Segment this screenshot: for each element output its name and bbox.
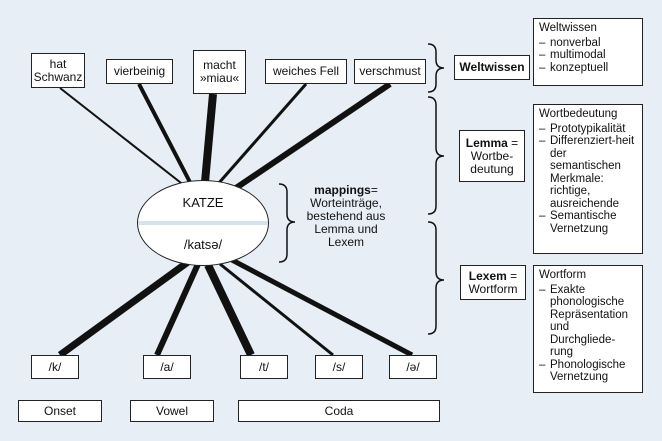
mappings-label: mappings= Worteinträge, bestehend aus Le…	[305, 184, 387, 262]
feature-box-1: hat Schwanz	[31, 53, 85, 88]
feature-box-5: verschmust	[354, 59, 426, 84]
line-phoneme-4	[219, 262, 334, 357]
ellipse-divider	[138, 221, 268, 225]
phoneme-box-2: /a/	[143, 355, 191, 379]
panel-wortform: Wortform Exakte phonologische Repräsenta…	[533, 265, 643, 393]
mappings-rest: = Worteinträge, bestehend aus Lemma und …	[306, 183, 386, 249]
panel-weltwissen-item: nonverbal	[539, 37, 637, 50]
feature-box-3: macht »miau«	[193, 50, 246, 94]
line-feature-3	[201, 93, 217, 183]
panel-wortform-item: Phonologische Vernetzung	[539, 359, 637, 384]
segment-onset: Onset	[18, 400, 102, 422]
brace-lemma	[427, 96, 445, 215]
feature-box-2: vierbeinig	[106, 59, 173, 84]
panel-weltwissen: Weltwissen nonverbal multimodal konzeptu…	[533, 18, 643, 86]
line-feature-4	[216, 83, 308, 185]
panel-wortbedeutung: Wortbedeutung Prototypikalität Differenz…	[533, 104, 643, 254]
panel-wortform-item: Exakte phonologische Repräsentation und …	[539, 284, 637, 359]
panel-weltwissen-item: multimodal	[539, 49, 637, 62]
segment-coda: Coda	[238, 400, 440, 422]
phoneme-box-1: /k/	[31, 355, 79, 379]
level-weltwissen-text: Weltwissen	[459, 60, 525, 74]
level-lexem: Lexem = Wortform	[460, 265, 526, 300]
brace-lexem	[427, 221, 445, 335]
level-lemma-rest: = Wortbe-deutung	[470, 135, 519, 176]
feature-box-4: weiches Fell	[265, 59, 347, 84]
line-feature-1	[59, 87, 191, 191]
panel-wortbedeutung-title: Wortbedeutung	[539, 108, 618, 120]
phoneme-box-3: /t/	[240, 355, 288, 379]
line-phoneme-2	[154, 262, 201, 357]
brace-mappings	[278, 183, 296, 263]
line-phoneme-1	[57, 259, 191, 358]
panel-wortbedeutung-item: Prototypikalität	[539, 123, 637, 136]
level-weltwissen: Weltwissen	[454, 55, 530, 80]
concept-ellipse: KATZE /katsə/	[137, 180, 269, 266]
concept-phonology: /katsə/	[183, 236, 223, 252]
line-feature-5	[231, 81, 392, 193]
phoneme-box-4: /s/	[315, 355, 363, 379]
level-lexem-bold: Lexem	[468, 268, 507, 283]
level-lemma: Lemma = Wortbe-deutung	[459, 130, 525, 182]
line-phoneme-5	[230, 257, 414, 358]
panel-wortbedeutung-item: Semantische Vernetzung	[539, 210, 637, 235]
line-phoneme-3	[204, 263, 255, 357]
level-lexem-rest: = Wortform	[468, 268, 518, 296]
panel-weltwissen-title: Weltwissen	[539, 22, 597, 34]
panel-wortform-title: Wortform	[539, 269, 587, 281]
level-lemma-bold: Lemma	[465, 135, 508, 150]
panel-weltwissen-item: konzeptuell	[539, 62, 637, 75]
line-feature-2	[137, 83, 195, 189]
panel-wortbedeutung-item: Differenziert-heit der semantischen Merk…	[539, 135, 637, 210]
segment-vowel: Vowel	[130, 400, 214, 422]
concept-word: KATZE	[182, 194, 224, 210]
mappings-bold: mappings	[314, 183, 371, 197]
brace-weltwissen	[427, 43, 445, 93]
phoneme-box-5: /ə/	[389, 355, 437, 379]
